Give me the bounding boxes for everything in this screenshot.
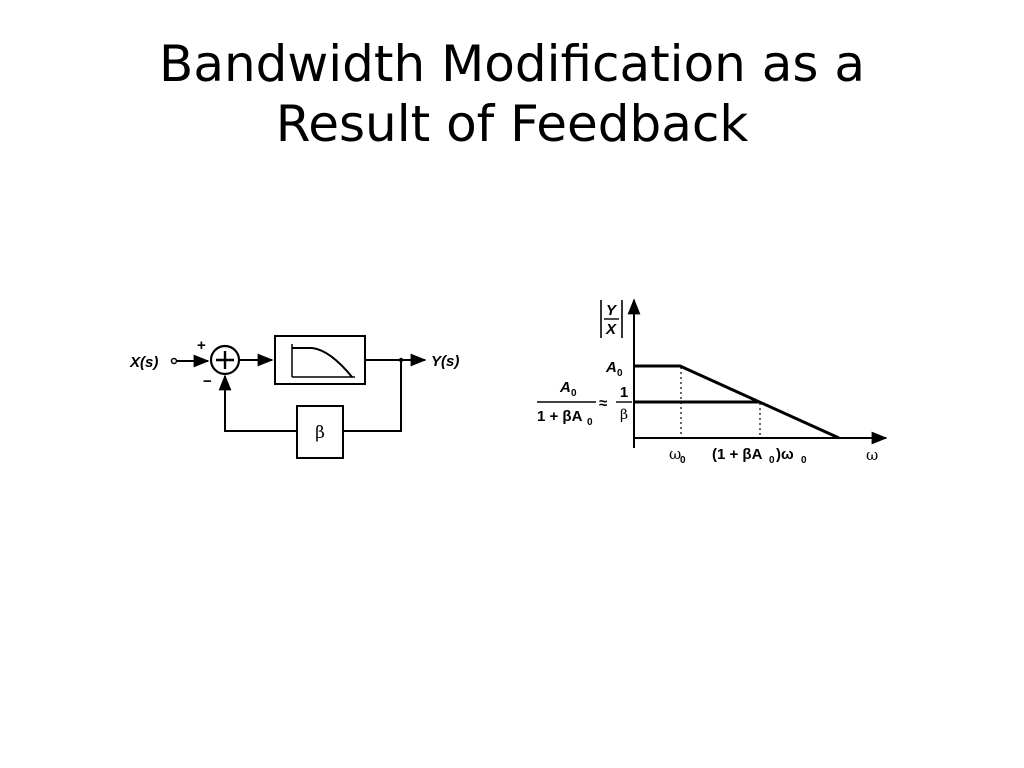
closed-loop-num: A bbox=[559, 379, 571, 396]
open-loop-gain-letter: A bbox=[605, 359, 617, 376]
y-axis-label-num: Y bbox=[606, 302, 618, 319]
plus-sign: + bbox=[197, 337, 206, 354]
closed-loop-gain-label: A 0 1 + βA 0 ≈ 1 β bbox=[537, 379, 632, 428]
beta-block-label: β bbox=[315, 423, 325, 443]
open-loop-gain-label: A 0 bbox=[605, 359, 623, 379]
slide-title-line-2: Result of Feedback bbox=[275, 95, 749, 153]
x-tick-omega0-sub: 0 bbox=[680, 455, 686, 466]
x-tick-omega0: ω 0 bbox=[669, 445, 686, 466]
x-tick-2-end-sub: 0 bbox=[801, 455, 807, 466]
x-tick-2-mid-sub: 0 bbox=[769, 455, 775, 466]
feedback-block-diagram: X(s) + − Y(s) β bbox=[129, 335, 459, 459]
closed-loop-den: 1 + βA bbox=[537, 408, 583, 425]
output-label: Y(s) bbox=[431, 353, 459, 370]
x-tick-omega0-symbol: ω bbox=[669, 445, 681, 463]
y-axis-label-den: X bbox=[605, 321, 617, 338]
feedback-tap-wire bbox=[343, 360, 402, 432]
open-loop-gain-sub: 0 bbox=[617, 368, 623, 379]
closed-loop-num-sub: 0 bbox=[571, 388, 577, 399]
minus-sign: − bbox=[203, 373, 212, 390]
x-tick-2-prefix: (1 + βA bbox=[712, 446, 763, 463]
lowpass-response-icon bbox=[291, 344, 355, 378]
x-tick-extended-bandwidth: (1 + βA 0 )ω 0 bbox=[712, 446, 807, 466]
approx-symbol: ≈ bbox=[599, 395, 607, 412]
x-tick-2-suffix: )ω bbox=[776, 446, 794, 463]
y-axis-label: Y X bbox=[600, 300, 623, 338]
closed-loop-den-sub: 0 bbox=[587, 417, 593, 428]
input-node bbox=[170, 357, 178, 365]
x-axis-label: ω bbox=[866, 446, 878, 464]
slide-title: Bandwidth Modification as a Result of Fe… bbox=[40, 34, 984, 154]
approx-num: 1 bbox=[620, 384, 628, 401]
bode-magnitude-plot: Y X A 0 A 0 1 + βA 0 ≈ 1 β ω 0 (1 + bbox=[537, 298, 888, 466]
feedback-return-wire bbox=[218, 374, 297, 432]
input-label: X(s) bbox=[129, 354, 158, 371]
beta-block bbox=[296, 405, 344, 459]
slide-title-line-1: Bandwidth Modification as a bbox=[159, 35, 865, 93]
open-loop-response-curve bbox=[634, 364, 840, 440]
approx-den: β bbox=[620, 407, 628, 423]
